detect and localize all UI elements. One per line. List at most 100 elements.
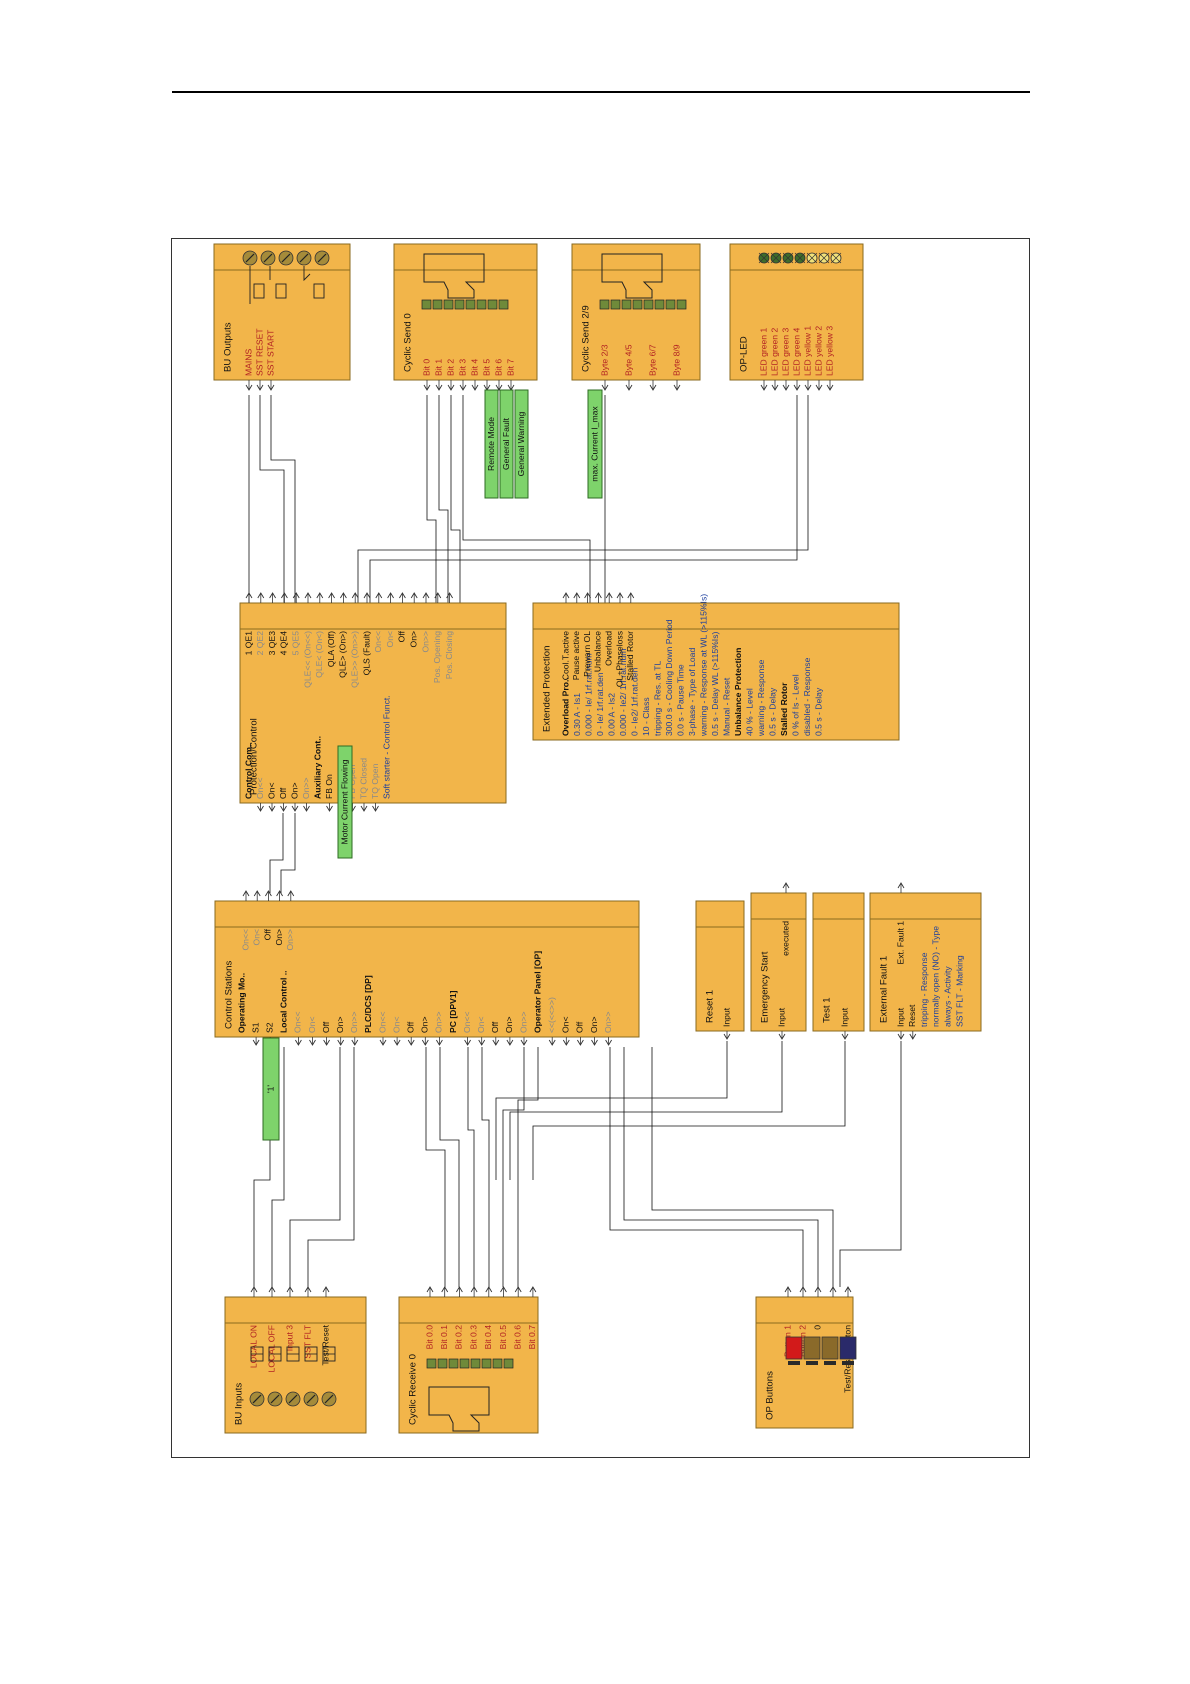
block-title: Protection/Control — [249, 718, 260, 795]
signal-wire — [532, 1041, 846, 1180]
port-label-control-com: Control Com.. — [243, 742, 253, 799]
bit-cell — [498, 299, 509, 310]
signal-wire — [280, 813, 296, 893]
port-label-4-qe4: 4 QE4 — [279, 631, 289, 656]
port-label-on: On> — [408, 631, 418, 647]
port-label-pc-dpv1: PC [DPV1] — [448, 990, 458, 1033]
port-label-input: Input — [721, 1007, 731, 1027]
signal-tag-constant-one[interactable]: '1' — [262, 1037, 280, 1141]
diagram-frame — [171, 238, 1030, 1458]
relay-terminals-art — [242, 250, 330, 304]
port-label-led-green-2: LED green 2 — [769, 328, 779, 376]
block-title: Extended Protection — [542, 646, 553, 732]
port-label-stalled-rotor: Stalled Rotor — [779, 682, 789, 736]
bit-cell — [654, 299, 665, 310]
port-label-unbalance: Unbalance — [593, 631, 603, 672]
port-label-led-green-4: LED green 4 — [791, 328, 801, 376]
port-label-warning-response-at-wl-115-is: warning - Response at WL (>115%Is) — [698, 594, 708, 737]
port-label-local-off: LOCAL OFF — [266, 1325, 276, 1372]
bit-cell — [459, 1358, 470, 1369]
port-label-s2: S2 — [264, 1022, 274, 1033]
bit-cell — [426, 1358, 437, 1369]
block-op-buttons[interactable]: OP ButtonsButton 1Button 20Test/Reset Bu… — [755, 1286, 857, 1429]
port-label-manual-reset: Manual - Reset — [721, 677, 731, 736]
block-body — [532, 602, 900, 741]
port-label-qls-fault: QLS (Fault) — [361, 631, 371, 676]
port-label-bit-0-3: Bit 0.3 — [468, 1325, 478, 1350]
port-label-on: On> — [504, 1017, 514, 1033]
op-button-icon[interactable] — [785, 1336, 803, 1360]
port-label-on: On> — [274, 929, 284, 945]
signal-tag-remote-mode[interactable]: Remote Mode — [484, 389, 499, 499]
port-label-reset: Reset — [907, 1004, 917, 1027]
pc-monitor-icon — [599, 253, 687, 310]
port-label-bit-4: Bit 4 — [469, 359, 479, 376]
signal-tag-general-fault[interactable]: General Fault — [499, 389, 514, 499]
signal-tag-label: General Warning — [516, 411, 526, 476]
bit-cell — [448, 1358, 459, 1369]
signal-tag-general-warning[interactable]: General Warning — [514, 389, 529, 499]
block-body — [213, 243, 351, 381]
bit-cell — [643, 299, 654, 310]
signal-wire — [623, 1047, 819, 1287]
block-body — [393, 243, 538, 381]
signal-tag-max-current[interactable]: max. Current I_max — [587, 389, 603, 499]
port-label-300-0-s-cooling-down-period: 300.0 s - Cooling Down Period — [664, 619, 674, 736]
op-button-icon[interactable] — [803, 1336, 821, 1360]
port-label-0-of-is-level: 0 % of Is - Level — [790, 674, 800, 736]
port-label-cool-t-active: Cool.T.active — [560, 631, 570, 680]
signal-tag-motor-current-flowing[interactable]: Motor Current Flowing — [337, 745, 353, 859]
block-body — [571, 243, 701, 381]
signal-wire — [269, 813, 284, 893]
port-label-off: Off — [321, 1021, 331, 1033]
block-body — [755, 1296, 854, 1429]
port-label-pos-closing: Pos. Closing — [444, 631, 454, 679]
port-label-normally-open-no-type: normally open (NO) - Type — [931, 926, 941, 1027]
op-button-icon[interactable] — [839, 1336, 857, 1360]
bit-cell — [492, 1358, 503, 1369]
port-label-input: Input — [895, 1007, 905, 1027]
signal-wire — [462, 395, 591, 603]
port-label-unbalance-protection: Unbalance Protection — [733, 648, 743, 736]
port-label-10-class: 10 - Class — [641, 697, 651, 736]
block-body — [750, 892, 807, 1032]
port-label-ext-fault-1: Ext. Fault 1 — [895, 921, 905, 965]
op-button-icon[interactable] — [821, 1336, 839, 1360]
block-body — [729, 243, 864, 381]
signal-wire — [271, 1047, 285, 1287]
port-label-3-phase-type-of-load: 3-phase - Type of Load — [687, 648, 697, 736]
signal-wire — [357, 395, 809, 603]
port-label-0: 0 — [812, 1325, 822, 1330]
port-label-on: On< — [476, 1017, 486, 1033]
port-label-tq-open: TQ Open — [370, 763, 380, 799]
port-label-byte-2-3: Byte 2/3 — [599, 344, 609, 376]
port-label-operating-mo: Operating Mo.. — [236, 973, 246, 1033]
signal-wire — [426, 395, 437, 603]
port-label-led-green-1: LED green 1 — [758, 328, 768, 376]
signal-wire — [495, 1041, 728, 1180]
port-label-qla-off: QLA (Off) — [326, 631, 336, 667]
led-row — [758, 252, 842, 264]
port-label-tripping-response: tripping - Response — [919, 952, 929, 1027]
block-body — [695, 900, 745, 1032]
port-label-on: On> — [289, 783, 299, 799]
bit-cell — [454, 299, 465, 310]
port-label-bit-0-0: Bit 0.0 — [424, 1325, 434, 1350]
port-label-bit-0-4: Bit 0.4 — [483, 1325, 493, 1350]
port-label-on: On>> — [603, 1011, 613, 1033]
port-label-on: On> — [589, 1017, 599, 1033]
